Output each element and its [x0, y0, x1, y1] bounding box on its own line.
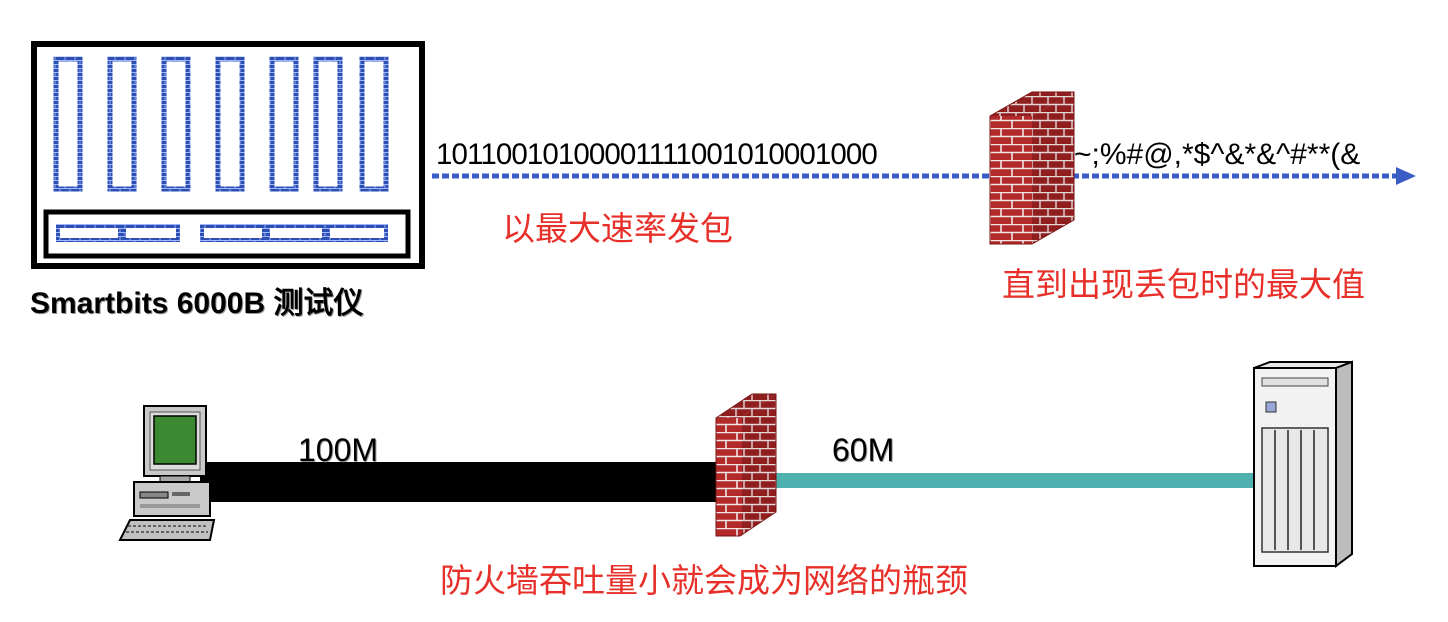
traffic-arrow [432, 167, 1416, 185]
send-rate-caption: 以最大速率发包 [502, 209, 733, 248]
tower-server-icon [1253, 360, 1353, 568]
bottleneck-caption: 防火墙吞吐量小就会成为网络的瓶颈 [440, 561, 968, 600]
max-value-caption: 直到出现丢包时的最大值 [1002, 265, 1365, 304]
tester-caption: Smartbits 6000B 测试仪 [30, 287, 364, 320]
slow-link-speed-label: 60M [832, 432, 895, 468]
fast-link-speed-label: 100M [298, 432, 379, 468]
brick-firewall-icon [989, 91, 1075, 245]
fast-link-line [200, 462, 720, 502]
garbled-output-stream: ~;%#@,*$^&*&^#**(& [1074, 138, 1361, 171]
brick-firewall-icon [715, 393, 777, 537]
input-bit-stream: 10110010100001111001010001000 [436, 138, 878, 171]
smartbits-chassis-icon [31, 41, 425, 269]
slow-link-line [770, 473, 1254, 488]
desktop-computer-icon [118, 405, 216, 541]
